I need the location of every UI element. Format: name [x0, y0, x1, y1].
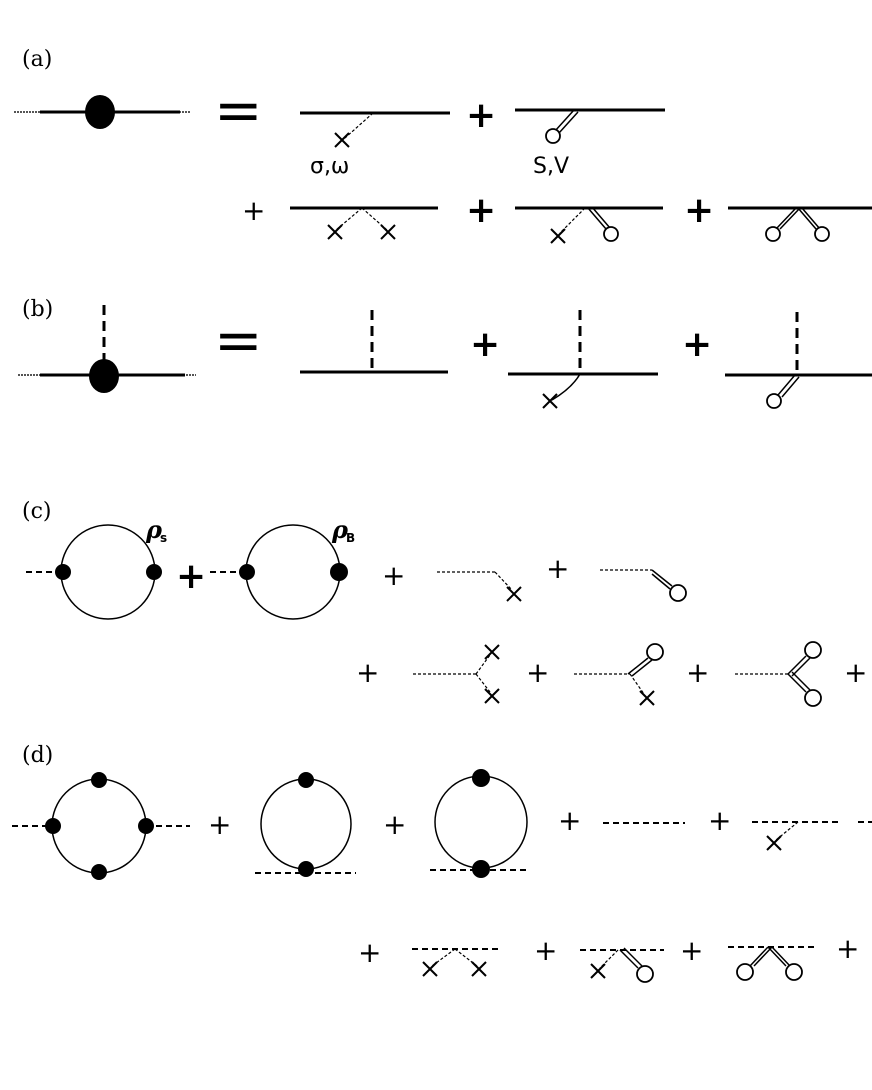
- plus-sign: +: [356, 656, 379, 689]
- panel-d-label: (d): [22, 743, 53, 768]
- svg-text:B: B: [346, 531, 355, 545]
- plus-sign: +: [242, 194, 265, 227]
- plus-sign: +: [534, 934, 557, 967]
- loop-rho-s: [26, 524, 162, 620]
- plus-sign: +: [682, 324, 712, 365]
- dressed-vertex-b: [18, 305, 196, 393]
- equals-sign-a: =: [214, 76, 263, 144]
- loop-four-vertices: [12, 772, 190, 880]
- plus-sign: +: [546, 552, 569, 585]
- plus-sign: +: [684, 190, 714, 231]
- loop-rho-b: [210, 524, 348, 620]
- plus-sign: +: [358, 936, 381, 969]
- plus-sign: +: [526, 656, 549, 689]
- term-c-two-tadpoles: [735, 641, 822, 707]
- rho-s-label: ρ s: [145, 515, 167, 545]
- plus-sign: +: [466, 190, 496, 231]
- term-c-dash-cross: [437, 571, 522, 602]
- term-b-bare-vertex: [300, 310, 448, 374]
- plus-sign: +: [208, 808, 231, 841]
- svg-text:s: s: [160, 531, 167, 545]
- term-a-mean-field-insertion: [300, 111, 450, 148]
- equals-sign-b: =: [214, 306, 263, 374]
- plus-sign: +: [686, 656, 709, 689]
- panel-a-label: (a): [22, 47, 52, 72]
- plus-sign: +: [176, 556, 206, 597]
- plus-sign: +: [558, 804, 581, 837]
- svg-text:ρ: ρ: [331, 515, 349, 544]
- plus-sign: +: [382, 559, 405, 592]
- rho-b-label: ρ B: [331, 515, 355, 545]
- term-d-cross: [752, 821, 872, 851]
- term-c-tadpole-cross: [574, 643, 664, 706]
- plus-sign: +: [383, 808, 406, 841]
- label-sigma-omega: σ,ω: [310, 154, 349, 179]
- panel-c: (c) ρ s + ρ B + +: [22, 499, 867, 707]
- plus-sign: +: [844, 656, 867, 689]
- plus-sign: +: [836, 932, 859, 965]
- loop-tadpole-vertex-1: [255, 772, 356, 877]
- panel-b: (b) = + +: [18, 297, 872, 409]
- plus-sign: +: [680, 934, 703, 967]
- panel-c-label: (c): [22, 499, 52, 524]
- term-a-cross-and-tadpole: [515, 206, 663, 244]
- panel-d: (d) + + + +: [12, 743, 872, 983]
- term-d-cross-tadpole: [580, 947, 664, 983]
- panel-a: (a) = σ,ω + S,V +: [14, 47, 872, 244]
- panel-b-label: (b): [22, 297, 53, 322]
- svg-text:ρ: ρ: [145, 515, 163, 544]
- term-a-two-tadpoles: [728, 206, 872, 242]
- term-a-two-crosses: [290, 206, 438, 240]
- term-c-two-crosses: [413, 644, 500, 704]
- term-a-tadpole-insertion: [515, 108, 665, 144]
- plus-sign: +: [470, 324, 500, 365]
- term-b-vertex-tadpole: [725, 312, 872, 409]
- term-b-vertex-cross: [508, 310, 658, 409]
- loop-tadpole-vertex-2: [430, 769, 530, 878]
- dressed-propagator-a: [14, 95, 190, 129]
- plus-sign: +: [708, 804, 731, 837]
- term-c-dash-tadpole: [600, 569, 687, 602]
- label-s-v: S,V: [533, 154, 569, 179]
- term-d-two-crosses: [412, 948, 500, 977]
- term-d-two-tadpoles: [728, 946, 814, 981]
- plus-sign: +: [466, 95, 496, 136]
